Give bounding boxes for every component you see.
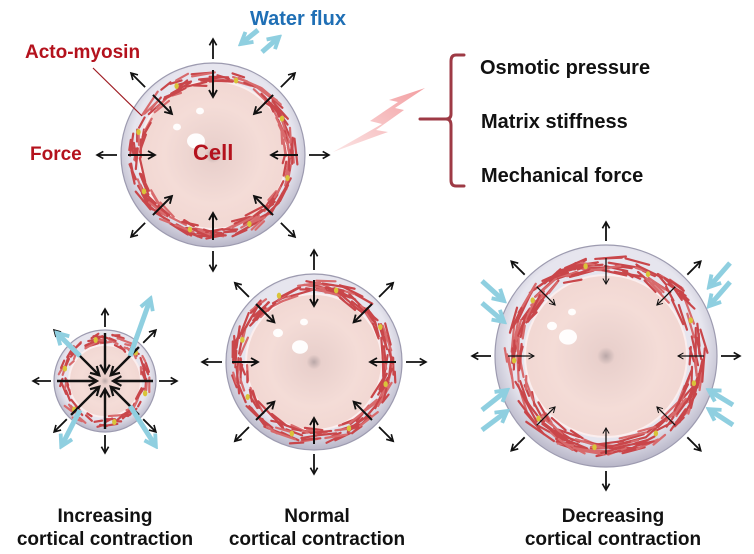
water-flux-arrow: [480, 391, 506, 412]
outward-force-arrow: [510, 436, 526, 452]
inward-contraction-arrow: [70, 385, 101, 416]
inward-contraction-arrow: [536, 286, 556, 306]
force-arrows: [470, 220, 742, 492]
inward-contraction-arrow: [152, 94, 174, 116]
vesicle: [559, 329, 577, 345]
decreasing-contraction-cell: [470, 220, 742, 492]
vesicle: [300, 318, 308, 326]
caption-increasing: Increasing cortical contraction: [0, 505, 210, 551]
caption-decreasing-line1: Decreasing: [561, 506, 665, 527]
outward-force-arrow: [378, 426, 395, 443]
inward-contraction-arrow: [255, 303, 276, 324]
water-flux-arrow: [58, 334, 82, 358]
force-arrows: [95, 37, 331, 273]
inward-contraction-arrow: [352, 303, 373, 324]
inward-contraction-arrow: [352, 400, 373, 421]
caption-normal: Normal cortical contraction: [212, 505, 422, 551]
water-flux-arrow: [480, 301, 503, 321]
inward-contraction-arrow: [252, 194, 274, 216]
caption-normal-line2: cortical contraction: [228, 529, 406, 550]
outward-force-arrow: [280, 222, 297, 239]
outward-force-arrow: [280, 71, 297, 88]
increasing-contraction-cell: [31, 307, 179, 455]
water-flux-arrow: [710, 410, 735, 428]
water-flux-arrow: [710, 261, 732, 286]
inward-contraction-arrow: [656, 406, 676, 426]
outward-force-arrow: [142, 328, 158, 344]
reference-cell: [95, 37, 331, 273]
outward-force-arrow: [233, 281, 250, 298]
water-flux-arrow: [62, 408, 83, 445]
water-flux-label: Water flux: [250, 8, 346, 30]
cell-label: Cell: [193, 140, 234, 165]
water-flux-arrow: [127, 300, 150, 357]
water-flux-arrow: [242, 28, 260, 43]
inward-contraction-arrow: [252, 94, 274, 116]
inward-contraction-arrow: [656, 286, 676, 306]
water-flux-arrow: [480, 279, 503, 300]
vesicle: [273, 328, 283, 338]
stimuli-brace: [418, 53, 466, 188]
outward-force-arrow: [129, 71, 146, 88]
caption-normal-line1: Normal: [284, 506, 350, 527]
outward-force-arrow: [378, 281, 395, 298]
stimulus-matrix-stiffness: Matrix stiffness: [481, 111, 628, 133]
acto-myosin-pointer: [92, 67, 143, 117]
vesicle: [196, 107, 204, 115]
inward-contraction-arrow: [152, 194, 174, 216]
acto-myosin-ring: [503, 255, 709, 458]
outward-force-arrow: [142, 418, 158, 434]
caption-decreasing: Decreasing cortical contraction: [508, 505, 718, 551]
stimulus-osmotic-pressure: Osmotic pressure: [480, 57, 651, 79]
outward-force-arrow: [233, 426, 250, 443]
caption-increasing-line2: cortical contraction: [16, 529, 194, 550]
inward-contraction-arrow: [109, 346, 140, 377]
acto-myosin-ring: [57, 332, 151, 428]
vesicle: [292, 340, 308, 354]
outward-force-arrow: [129, 222, 146, 239]
inward-contraction-arrow: [536, 406, 556, 426]
inward-contraction-arrow: [255, 400, 276, 421]
water-flux-arrow: [710, 280, 732, 305]
outward-force-arrow: [686, 260, 702, 276]
vesicle: [547, 321, 557, 331]
force-arrows: [200, 248, 428, 476]
stimulus-mechanical-force: Mechanical force: [481, 165, 644, 187]
acto-myosin-ring: [128, 71, 299, 240]
water-flux-arrow: [127, 404, 155, 445]
outward-force-arrow: [52, 418, 68, 434]
water-flux-arrow: [480, 412, 506, 432]
lightning-bolt-icon: [333, 88, 425, 152]
force-label: Force: [30, 144, 82, 165]
acto-myosin-label: Acto-myosin: [25, 42, 141, 63]
acto-myosin-ring: [231, 279, 397, 445]
outward-force-arrow: [510, 260, 526, 276]
caption-decreasing-line2: cortical contraction: [524, 529, 702, 550]
vesicle: [187, 133, 205, 149]
caption-increasing-line1: Increasing: [57, 506, 153, 527]
outward-force-arrow: [686, 436, 702, 452]
cells-layer: [31, 28, 742, 492]
water-flux-arrow: [710, 391, 735, 408]
normal-contraction-cell: [200, 248, 428, 476]
vesicle: [568, 308, 576, 316]
vesicle: [173, 123, 181, 131]
water-flux-arrow: [260, 38, 278, 54]
